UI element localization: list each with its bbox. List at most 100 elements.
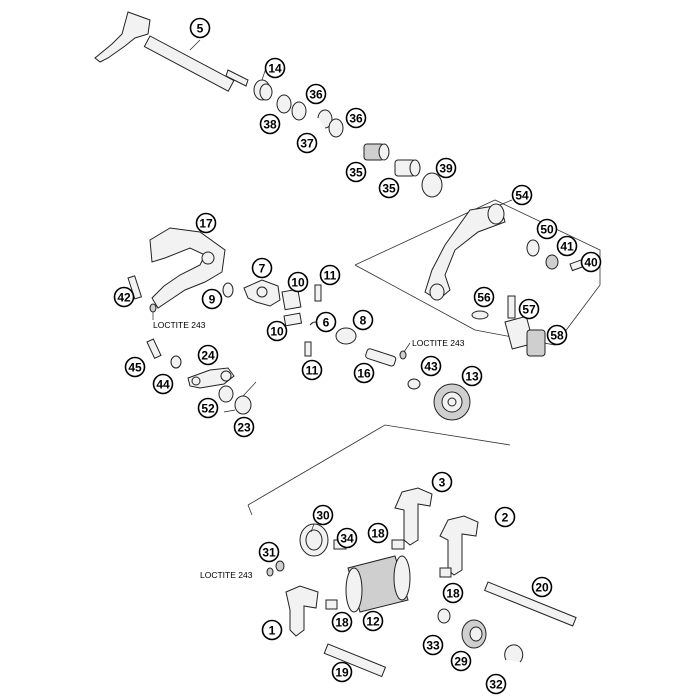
pin-11a-part — [314, 284, 322, 302]
callout-number: 33 — [426, 639, 440, 653]
slider-10a-part — [281, 288, 302, 311]
callout-35: 35 — [345, 161, 367, 183]
callout-33: 33 — [422, 634, 444, 656]
locking-lever-24-part — [187, 367, 235, 389]
callout-circle — [546, 324, 568, 346]
callout-38: 38 — [259, 113, 281, 135]
washer-43-part — [407, 378, 421, 390]
loctite-text: LOCTITE 243 — [153, 320, 206, 330]
callout-57: 57 — [518, 298, 540, 320]
callout-3: 3 — [431, 471, 453, 493]
washer-52-part — [218, 385, 234, 403]
washer-50-part — [526, 239, 540, 257]
callout-circle — [331, 611, 353, 633]
callout-number: 20 — [535, 581, 549, 595]
callout-23: 23 — [233, 416, 255, 438]
callout-number: 8 — [360, 314, 367, 328]
callout-circle — [305, 83, 327, 105]
loctite-drop-42 — [149, 303, 157, 313]
callout-circle — [367, 522, 389, 544]
callout-5: 5 — [189, 17, 211, 39]
callout-circle — [233, 416, 255, 438]
callout-17: 17 — [195, 212, 217, 234]
callout-number: 40 — [584, 256, 598, 270]
callout-number: 19 — [335, 666, 349, 680]
callout-circle — [352, 309, 374, 331]
shift-shaft-part — [94, 11, 249, 92]
callout-circle — [315, 311, 337, 333]
callout-31: 31 — [258, 541, 280, 563]
washer-36b-part — [328, 118, 344, 138]
callout-circle — [336, 527, 358, 549]
callout-circle — [461, 365, 483, 387]
callout-number: 44 — [156, 378, 170, 392]
callout-circle — [261, 619, 283, 641]
callout-52: 52 — [197, 397, 219, 419]
callout-number: 45 — [128, 361, 142, 375]
callout-circle — [473, 286, 495, 308]
callout-circle — [442, 582, 464, 604]
callout-circle — [287, 271, 309, 293]
callout-number: 52 — [201, 402, 215, 416]
loctite-drop-31 — [266, 567, 274, 577]
callout-number: 24 — [201, 349, 215, 363]
callout-36: 36 — [305, 83, 327, 105]
callout-18: 18 — [367, 522, 389, 544]
callout-10: 10 — [287, 271, 309, 293]
callout-circle — [251, 257, 273, 279]
callout-circle — [152, 373, 174, 395]
shift-arm-7-part — [243, 279, 281, 307]
callout-circle — [420, 355, 442, 377]
callout-circle — [296, 132, 318, 154]
callout-42: 42 — [113, 286, 135, 308]
callout-circle — [201, 288, 223, 310]
callout-number: 39 — [439, 162, 453, 176]
loctite-text: LOCTITE 243 — [200, 570, 253, 580]
callout-18: 18 — [442, 582, 464, 604]
callout-40: 40 — [580, 251, 602, 273]
callout-44: 44 — [152, 373, 174, 395]
callout-10: 10 — [266, 320, 288, 342]
callout-circle — [580, 251, 602, 273]
callout-24: 24 — [197, 344, 219, 366]
washer-38-part — [276, 94, 292, 114]
callout-19: 19 — [331, 661, 353, 683]
callout-56: 56 — [473, 286, 495, 308]
pin-57-part — [507, 295, 516, 319]
callout-20: 20 — [531, 576, 553, 598]
callout-number: 17 — [199, 217, 213, 231]
callout-number: 42 — [117, 291, 131, 305]
bearing-29-part — [461, 619, 487, 649]
bolt-45-part — [146, 338, 162, 359]
callout-number: 41 — [560, 240, 574, 254]
callout-number: 18 — [335, 616, 349, 630]
callout-number: 16 — [357, 367, 371, 381]
callout-41: 41 — [556, 235, 578, 257]
callout-29: 29 — [450, 650, 472, 672]
bracket-17-part — [149, 227, 226, 309]
callout-34: 34 — [336, 527, 358, 549]
callout-number: 11 — [306, 364, 319, 378]
callout-11: 11 — [319, 264, 341, 286]
callout-11: 11 — [301, 359, 323, 381]
callout-circle — [556, 235, 578, 257]
callout-number: 50 — [540, 223, 554, 237]
shift-rail-20-part — [483, 581, 577, 627]
callout-circle — [511, 184, 533, 206]
loctite-label: LOCTITE 243 — [403, 338, 465, 353]
callout-circle — [485, 673, 507, 695]
washer-36a-part — [291, 101, 307, 121]
callout-36: 36 — [345, 107, 367, 129]
callout-circle — [197, 397, 219, 419]
callout-circle — [536, 218, 558, 240]
callout-54: 54 — [511, 184, 533, 206]
shift-fork-3-part — [394, 487, 433, 546]
assembly-frame-shift-drum-group — [247, 424, 511, 516]
callout-circle — [259, 113, 281, 135]
roller-18b-part — [439, 567, 452, 578]
callout-number: 35 — [349, 166, 363, 180]
callout-circle — [531, 576, 553, 598]
shift-lever-54-part — [424, 203, 506, 301]
loctite-text: LOCTITE 243 — [412, 338, 465, 348]
